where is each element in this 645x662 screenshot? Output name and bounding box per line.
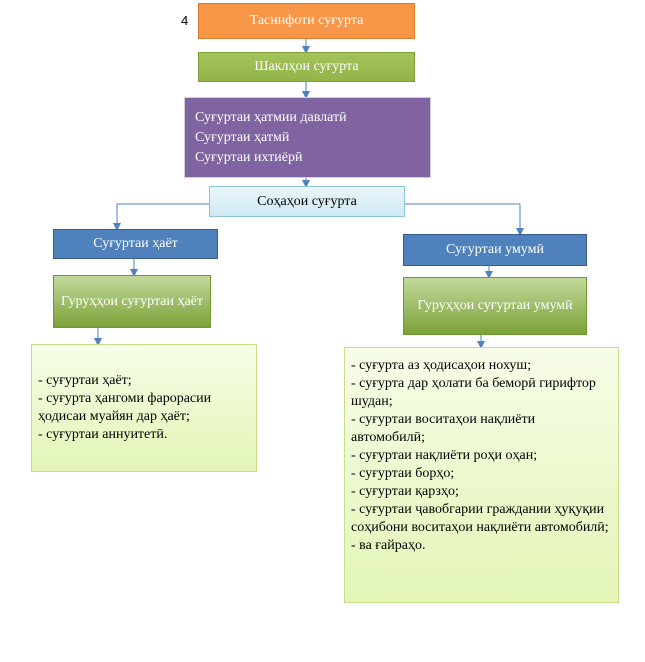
list-item: - суғуртаи воситаҳои нақлиёти автомобилӣ… <box>351 412 536 445</box>
page-number: 4 <box>181 13 189 28</box>
node-insurance-classification: Таснифоти суғурта <box>198 3 415 39</box>
type-item: Суғуртаи ҳатмӣ <box>195 129 290 145</box>
list-item: - суғуртаи борҳо; <box>351 466 455 481</box>
general-insurance-list: - суғурта аз ҳодисаҳои нохуш; - суғурта … <box>344 347 619 603</box>
list-item: - суғуртаи нақлиёти роҳи оҳан; <box>351 448 538 463</box>
list-item: - суғурта ҳангоми фарорасии ҳодисаи муай… <box>38 391 212 424</box>
list-item: - суғурта дар ҳолати ба беморӣ гирифтор … <box>351 376 596 409</box>
type-item: Суғуртаи ихтиёрӣ <box>195 149 303 165</box>
list-item: - суғуртаи ҳаёт; <box>38 373 132 388</box>
list-item: - суғурта аз ҳодисаҳои нохуш; <box>351 358 532 373</box>
connector-branches-life <box>113 203 209 231</box>
node-general-insurance: Суғуртаи умумӣ <box>403 234 587 266</box>
list-item: - суғуртаи қарзҳо; <box>351 484 459 499</box>
node-insurance-branches: Соҳаҳои суғурта <box>209 186 405 217</box>
connector-branches-general <box>405 203 524 236</box>
list-item: - суғуртаи аннуитетӣ. <box>38 427 168 442</box>
node-life-insurance-groups: Гуруҳҳои суғуртаи ҳаёт <box>53 275 211 328</box>
node-insurance-forms: Шаклҳои суғурта <box>198 52 415 82</box>
list-item: - суғуртаи ҷавобгарии граждании ҳуқуқии … <box>351 502 609 535</box>
node-life-insurance: Суғуртаи ҳаёт <box>53 229 218 259</box>
node-insurance-types: Суғуртаи ҳатмии давлатӣ Суғуртаи ҳатмӣ С… <box>184 97 431 178</box>
life-insurance-list: - суғуртаи ҳаёт; - суғурта ҳангоми фарор… <box>31 344 257 472</box>
type-item: Суғуртаи ҳатмии давлатӣ <box>195 109 347 125</box>
node-general-insurance-groups: Гуруҳҳои суғуртаи умумӣ <box>403 277 587 335</box>
list-item: - ва ғайраҳо. <box>351 538 426 553</box>
